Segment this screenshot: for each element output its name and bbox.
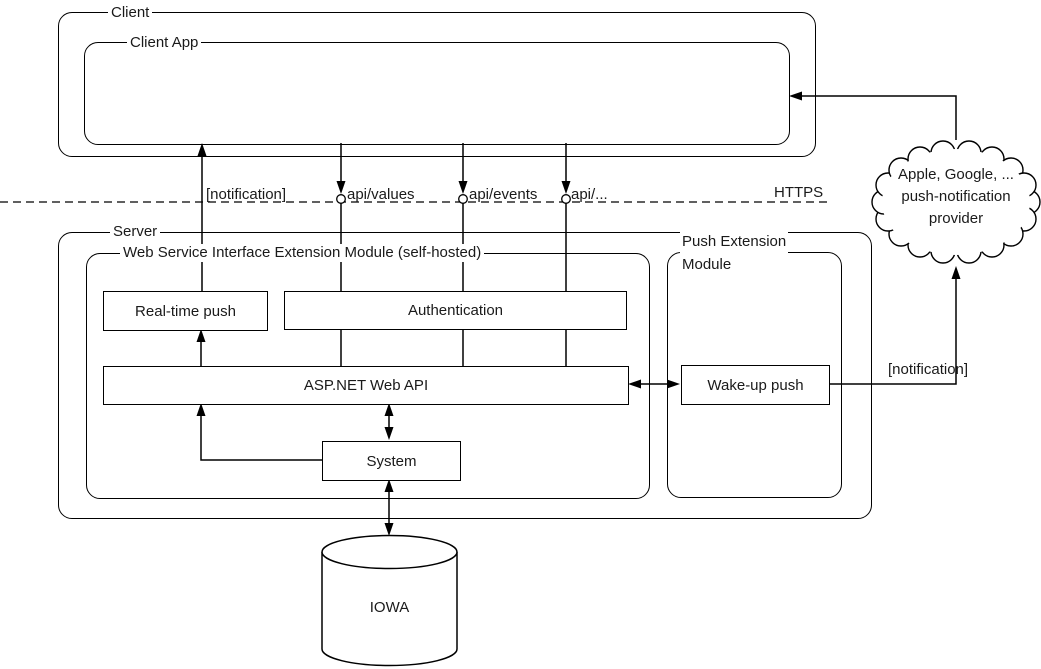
system-box: System [322, 441, 461, 481]
client-app-frame [84, 42, 790, 145]
push-extension-module-label-line1: Push Extension [682, 233, 787, 250]
notification-label-push: [notification] [888, 361, 969, 378]
cloud-provider-label-line2: push-notification [901, 188, 1011, 205]
client-frame [58, 12, 816, 157]
notification-label-client: [notification] [206, 186, 287, 203]
cloud-provider-label-line3: provider [928, 210, 984, 227]
client-label: Client [108, 4, 153, 22]
api-values-label: api/values [347, 186, 415, 203]
authentication-box: Authentication [284, 291, 627, 330]
cloud-provider-label-line1: Apple, Google, ... [898, 166, 1014, 183]
server-label: Server [110, 223, 161, 241]
api-events-label: api/events [469, 186, 538, 203]
iowa-database-label: IOWA [369, 599, 410, 616]
https-label: HTTPS [774, 184, 824, 201]
aspnet-webapi-box: ASP.NET Web API [103, 366, 629, 405]
web-service-module-label: Web Service Interface Extension Module (… [120, 244, 485, 262]
push-extension-module-label: Push Extension Module [680, 230, 789, 276]
api-more-label: api/... [571, 186, 608, 203]
push-extension-module-label-line2: Module [682, 256, 732, 273]
client-app-label: Client App [127, 34, 202, 52]
wakeup-push-box: Wake-up push [681, 365, 830, 405]
cloud-provider-label: Apple, Google, ... push-notification pro… [881, 164, 1031, 230]
realtime-push-box: Real-time push [103, 291, 268, 331]
